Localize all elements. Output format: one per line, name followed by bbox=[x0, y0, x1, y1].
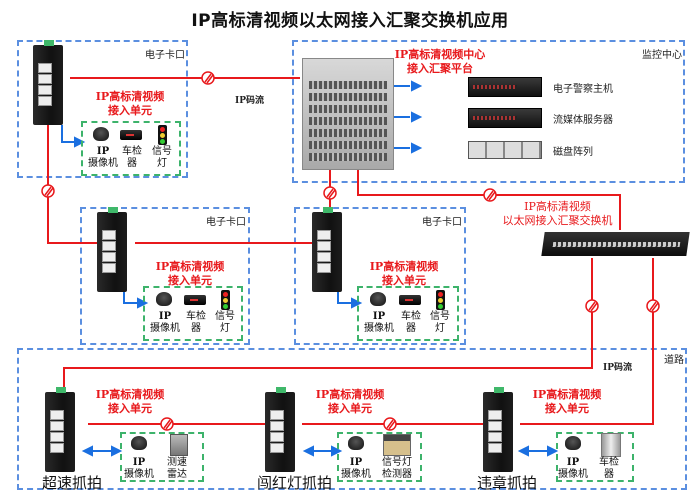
device-group-3 bbox=[357, 286, 459, 341]
zone-label-checkpoint-2: 电子卡口 bbox=[206, 217, 246, 228]
zone-label-monitor-center: 监控中心 bbox=[642, 50, 682, 61]
zone-label-road: 道路 bbox=[664, 355, 684, 366]
vehicle-detector-icon bbox=[184, 295, 206, 305]
surge-icon bbox=[483, 188, 497, 202]
unit-label-road-1: IP高标清视频接入单元 bbox=[95, 388, 165, 415]
unit-label-2: IP高标清视频接入单元 bbox=[155, 260, 225, 287]
link-aggswitch-road-b bbox=[520, 258, 654, 425]
caption-red-light: 闯红灯抓拍 bbox=[257, 474, 333, 492]
zone-label-checkpoint-1: 电子卡口 bbox=[145, 50, 185, 61]
access-switch-road-red-light bbox=[255, 387, 305, 472]
zone-monitor-center bbox=[292, 40, 685, 183]
vehicle-detector-icon bbox=[399, 295, 421, 305]
surge-icon bbox=[585, 299, 599, 313]
device-group-road-1 bbox=[120, 432, 204, 482]
signal-light-icon bbox=[158, 125, 167, 145]
arrow-unit1-devices bbox=[61, 125, 75, 143]
zone-checkpoint-3 bbox=[294, 207, 466, 345]
unit-label-1: IP高标清视频接入单元 bbox=[95, 90, 165, 117]
label-signal-detector: 信号灯检测器 bbox=[382, 457, 412, 480]
server-label-disk-array: 磁盘阵列 bbox=[553, 147, 593, 158]
device-group-1 bbox=[81, 121, 181, 176]
label-signal-light: 信号灯 bbox=[430, 311, 450, 334]
label-signal-light: 信号灯 bbox=[215, 311, 235, 334]
speed-radar-icon bbox=[170, 434, 188, 456]
surge-icon bbox=[201, 71, 215, 85]
unit-label-3: IP高标清视频接入单元 bbox=[369, 260, 439, 287]
ip-camera-icon bbox=[156, 292, 172, 306]
ip-camera-icon bbox=[565, 436, 581, 450]
center-label: IP高标清视频中心接入汇聚平台 bbox=[394, 48, 486, 75]
ip-camera-icon bbox=[131, 436, 147, 450]
device-group-2 bbox=[143, 286, 243, 341]
vehicle-detector-icon bbox=[601, 433, 621, 457]
page-title: IP高标清视频以太网接入汇聚交换机应用 bbox=[191, 11, 509, 31]
server-label-police-host: 电子警察主机 bbox=[553, 84, 613, 95]
core-aggregation-platform bbox=[302, 58, 394, 170]
vehicle-detector-icon bbox=[120, 130, 142, 140]
signal-detector-icon bbox=[383, 434, 411, 456]
label-speed-radar: 测速雷达 bbox=[167, 457, 187, 480]
unit-label-road-3: IP高标清视频接入单元 bbox=[532, 388, 602, 415]
zone-checkpoint-1 bbox=[17, 40, 188, 178]
disk-array bbox=[468, 141, 542, 159]
link-aggswitch-road-a bbox=[63, 258, 593, 395]
caption-violation: 违章抓拍 bbox=[477, 474, 538, 492]
aggregation-switch bbox=[541, 232, 690, 256]
label-vehicle-detector: 车检器 bbox=[186, 311, 206, 334]
server-label-streaming: 流媒体服务器 bbox=[553, 115, 613, 126]
device-group-road-2 bbox=[337, 432, 422, 482]
ip-camera-icon bbox=[348, 436, 364, 450]
police-host-server bbox=[468, 77, 542, 97]
surge-icon bbox=[383, 417, 397, 431]
signal-light-icon bbox=[436, 290, 445, 310]
surge-icon bbox=[160, 417, 174, 431]
access-switch-checkpoint-1 bbox=[23, 40, 73, 125]
label-vehicle-detector: 车检器 bbox=[599, 457, 619, 480]
label-signal-light: 信号灯 bbox=[152, 146, 172, 169]
signal-light-icon bbox=[221, 290, 230, 310]
ip-stream-label-top: IP码流 bbox=[235, 96, 264, 106]
access-switch-road-violation bbox=[473, 387, 523, 472]
streaming-server bbox=[468, 108, 542, 128]
zone-road bbox=[17, 348, 687, 490]
caption-speeding: 超速抓拍 bbox=[42, 474, 103, 492]
ip-camera-icon bbox=[93, 127, 109, 141]
access-switch-road-speeding bbox=[35, 387, 85, 472]
surge-icon bbox=[41, 184, 55, 198]
surge-icon bbox=[323, 186, 337, 200]
ip-camera-icon bbox=[370, 292, 386, 306]
link-checkpoint1-checkpoint2 bbox=[47, 120, 100, 244]
aggregation-switch-label: IP高标清视频以太网接入汇聚交换机 bbox=[502, 200, 613, 227]
surge-markers bbox=[41, 71, 660, 431]
zone-label-checkpoint-3: 电子卡口 bbox=[422, 217, 462, 228]
unit-label-road-2: IP高标清视频接入单元 bbox=[315, 388, 385, 415]
label-vehicle-detector: 车检器 bbox=[401, 311, 421, 334]
device-group-road-3 bbox=[556, 432, 634, 482]
access-switch-checkpoint-2 bbox=[87, 207, 137, 292]
zone-checkpoint-2 bbox=[80, 207, 250, 345]
surge-icon bbox=[646, 299, 660, 313]
label-vehicle-detector: 车检器 bbox=[122, 146, 142, 169]
access-switch-checkpoint-3 bbox=[302, 207, 352, 292]
ip-stream-label-road: IP码流 bbox=[603, 363, 632, 373]
